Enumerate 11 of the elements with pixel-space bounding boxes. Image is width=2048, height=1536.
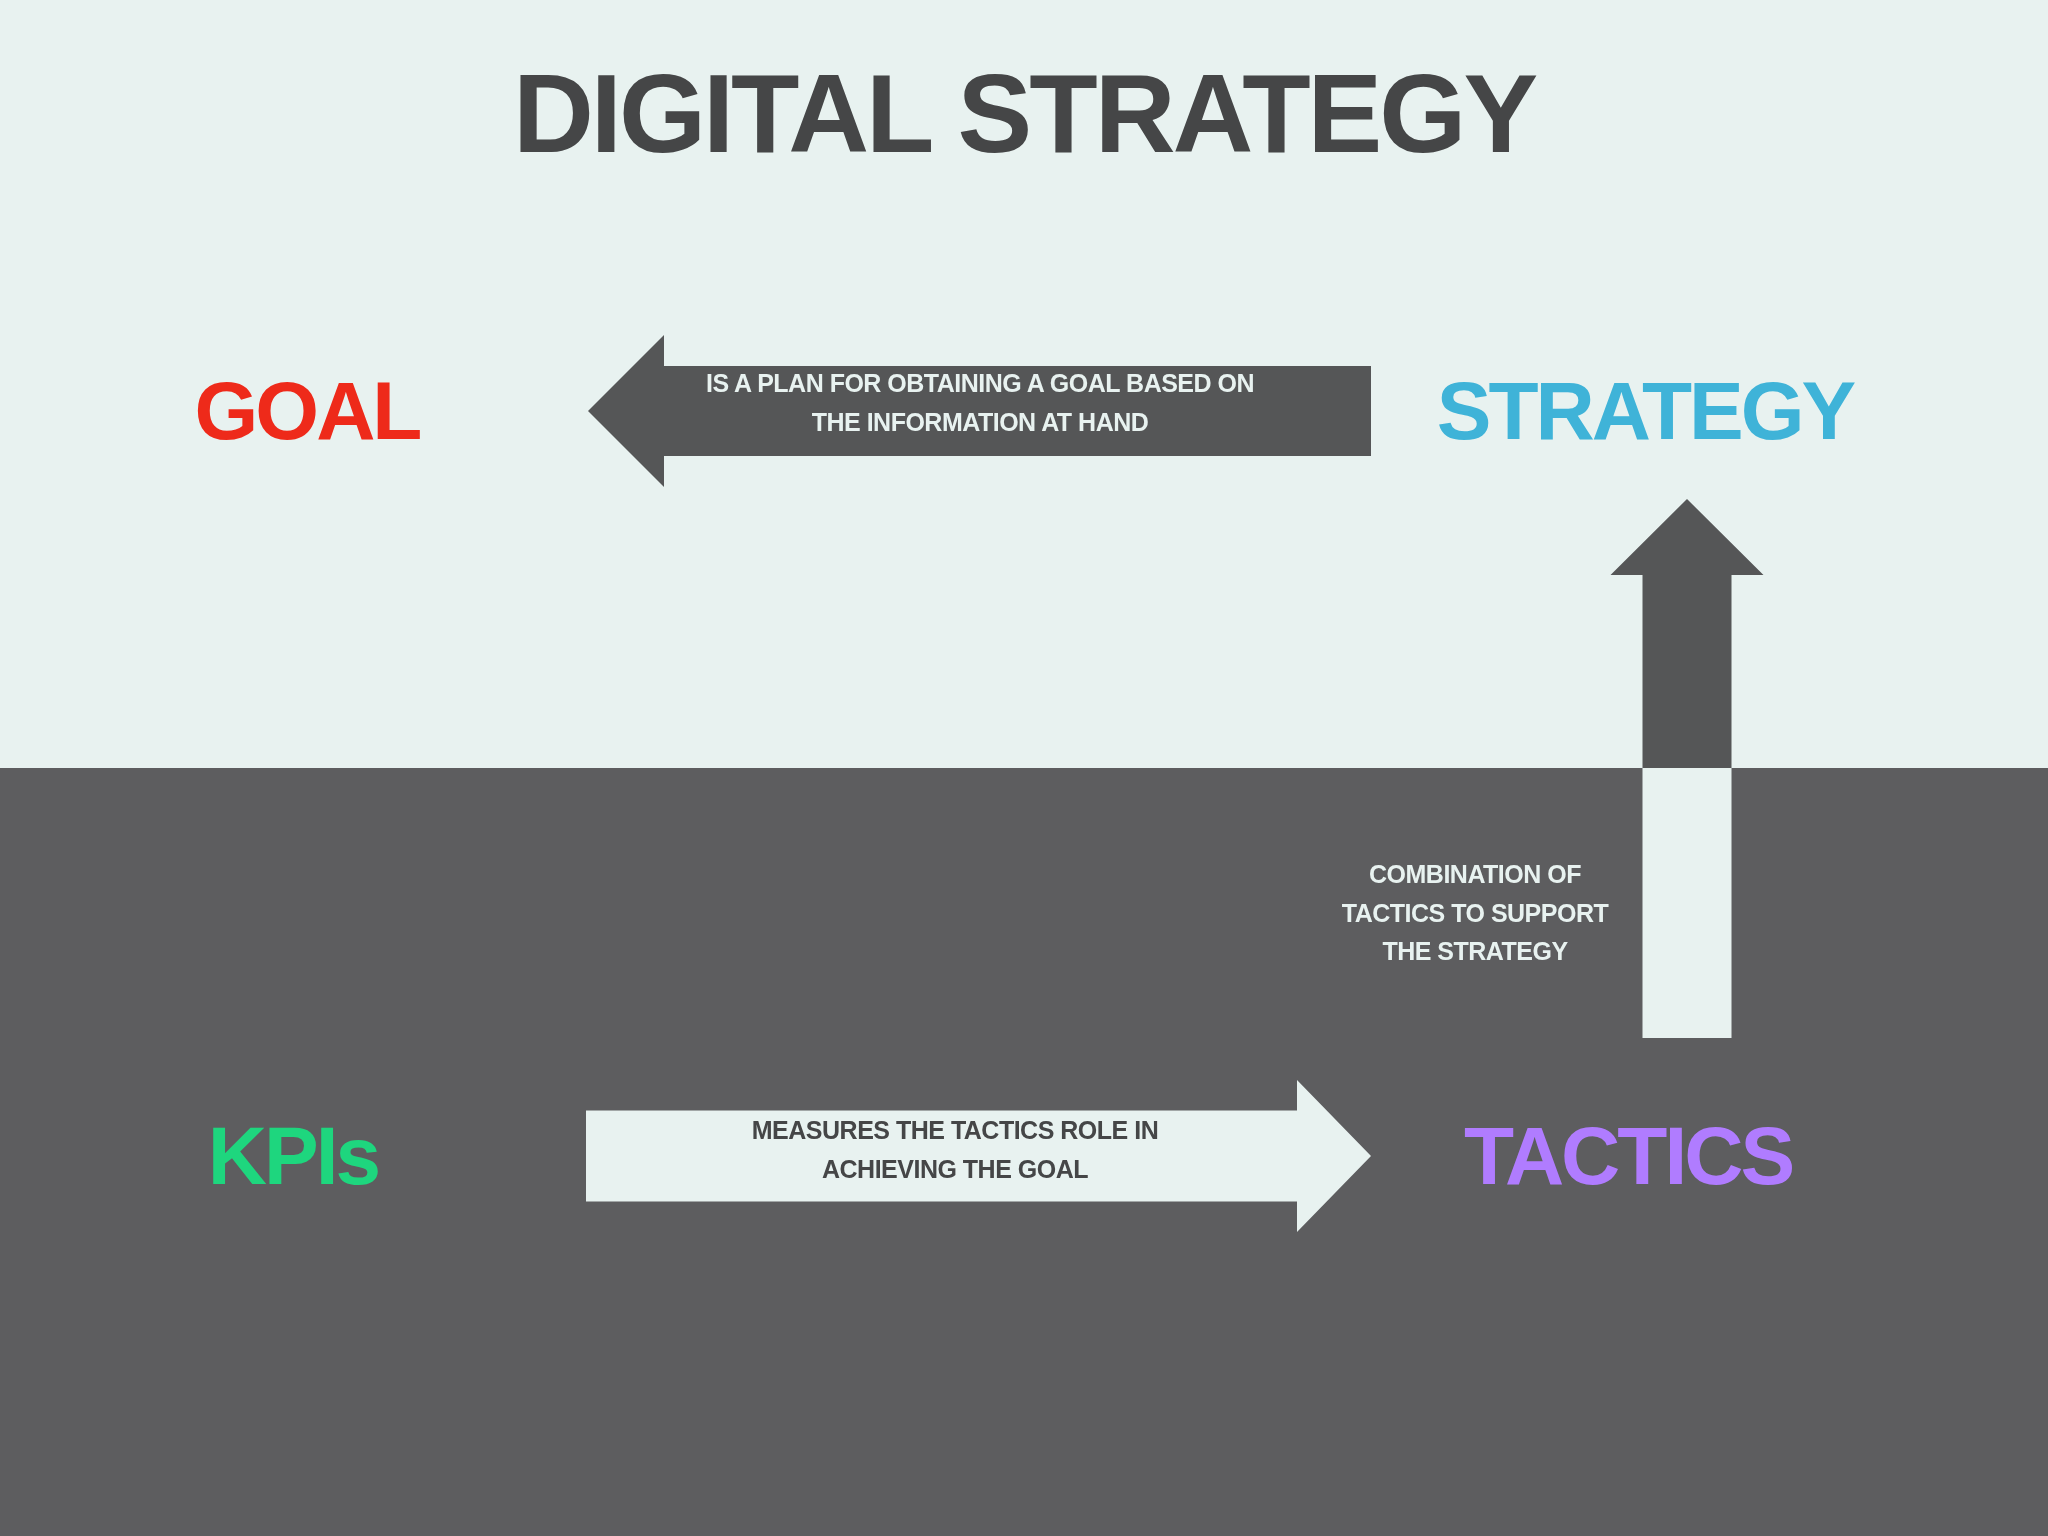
block-arrow: [1610, 499, 1764, 1038]
node-title: TACTICS: [1463, 1115, 1793, 1197]
edge-label: MEASURES THE TACTICS ROLE IN ACHIEVING THE GOAL: [750, 1114, 1160, 1185]
diagram-title: DIGITAL STRATEGY: [512, 51, 1536, 176]
node-title: GOAL: [194, 370, 420, 452]
node-title: KPIs: [207, 1115, 379, 1197]
block-arrow: [588, 335, 1371, 487]
edge-label: IS A PLAN FOR OBTAINING A GOAL BASED ON THE INFORMATION AT HAND: [704, 368, 1256, 438]
block-arrow: [586, 1080, 1371, 1232]
node-title: STRATEGY: [1436, 370, 1854, 452]
edge-label: COMBINATION OF TACTICS TO SUPPORT THE STRATEGY: [1340, 858, 1610, 968]
